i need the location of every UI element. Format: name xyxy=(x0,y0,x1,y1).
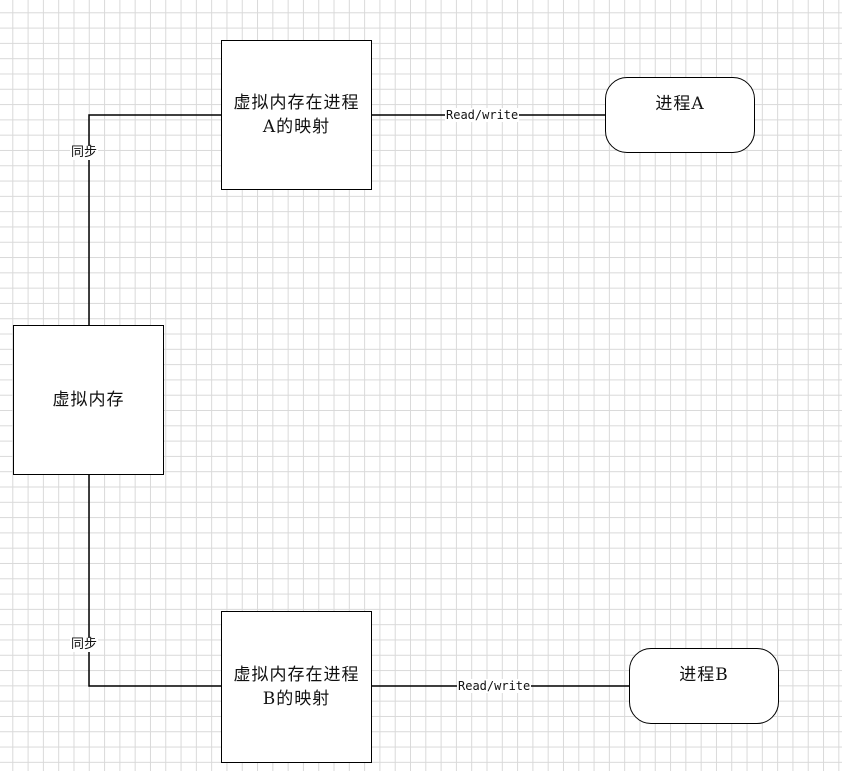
node-process-a-label: 进程A xyxy=(655,94,705,114)
node-mapping-a-label: 虚拟内存在进程A的映射 xyxy=(233,93,360,137)
node-virtual-memory-label: 虚拟内存 xyxy=(52,390,125,410)
edge-label-sync-b: 同步 xyxy=(70,637,99,652)
edge-label-sync-a: 同步 xyxy=(70,145,99,160)
edge-sync-a xyxy=(88,114,221,325)
node-process-b-label: 进程B xyxy=(679,665,729,685)
node-process-b[interactable]: 进程B xyxy=(629,648,779,724)
edge-label-rw-b: Read/write xyxy=(457,679,532,693)
node-process-a[interactable]: 进程A xyxy=(605,77,755,153)
edge-sync-b xyxy=(88,475,221,687)
node-mapping-b-label: 虚拟内存在进程B的映射 xyxy=(233,665,360,709)
node-mapping-b[interactable]: 虚拟内存在进程B的映射 xyxy=(221,611,372,763)
node-virtual-memory[interactable]: 虚拟内存 xyxy=(13,325,164,475)
edge-label-rw-a: Read/write xyxy=(445,108,520,122)
node-mapping-a[interactable]: 虚拟内存在进程A的映射 xyxy=(221,40,372,190)
